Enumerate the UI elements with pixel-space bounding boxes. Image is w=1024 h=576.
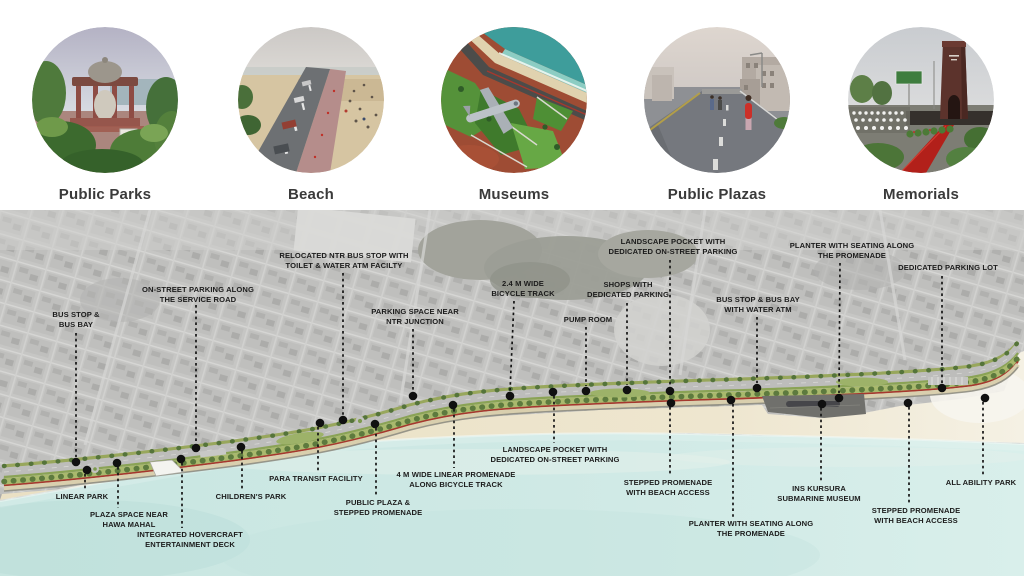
callout-linear-park: LINEAR PARK bbox=[56, 492, 108, 502]
callout-para-transit: PARA TRANSIT FACILITY bbox=[269, 474, 363, 484]
callout-line: SUBMARINE MUSEUM bbox=[777, 493, 861, 503]
callout-line: THE SERVICE ROAD bbox=[159, 294, 237, 304]
memorials-illustration bbox=[848, 27, 994, 173]
callout-line: WITH WATER ATM bbox=[724, 304, 792, 314]
callout-line: DEDICATED PARKING bbox=[587, 289, 669, 299]
category-public-parks: Public Parks bbox=[32, 27, 178, 203]
callout-line: LANDSCAPE POCKET WITH bbox=[502, 445, 608, 454]
callout-line: LANDSCAPE POCKET WITH bbox=[620, 237, 726, 246]
memorials-image bbox=[848, 27, 994, 173]
callout-line: LINEAR PARK bbox=[55, 492, 109, 501]
callout-line: PLANTER WITH SEATING ALONG bbox=[789, 241, 915, 250]
callout-line: SHOPS WITH bbox=[603, 280, 653, 289]
promenade-strip bbox=[1, 339, 1022, 492]
public-parks-image bbox=[32, 27, 178, 173]
callout-bus-stop-bus-bay: BUS STOP &BUS BAY bbox=[52, 310, 99, 329]
callout-line: ON-STREET PARKING ALONG bbox=[142, 285, 254, 294]
callout-public-plaza-stepped: PUBLIC PLAZA &STEPPED PROMENADE bbox=[334, 498, 423, 517]
category-memorials: Memorials bbox=[848, 27, 994, 203]
callout-line: BUS STOP & bbox=[52, 310, 100, 319]
callout-line: ENTERTAINMENT DECK bbox=[145, 539, 235, 549]
callout-line: STEPPED PROMENADE bbox=[871, 506, 961, 515]
callout-line: CHILDREN'S PARK bbox=[215, 492, 287, 501]
public-parks-illustration bbox=[32, 27, 178, 173]
callout-line: STEPPED PROMENADE bbox=[333, 507, 423, 517]
callout-line: THE PROMENADE bbox=[717, 528, 785, 538]
museums-illustration bbox=[441, 27, 587, 173]
callout-leader-lines bbox=[75, 260, 984, 528]
callout-line: WITH BEACH ACCESS bbox=[874, 515, 958, 525]
beach-illustration bbox=[238, 27, 384, 173]
callout-line: DEDICATED ON-STREET PARKING bbox=[490, 454, 620, 464]
callout-line: 4 M WIDE LINEAR PROMENADE bbox=[396, 470, 516, 479]
callout-all-ability-park: ALL ABILITY PARK bbox=[946, 478, 1017, 488]
callout-line: PUBLIC PLAZA & bbox=[345, 498, 411, 507]
callout-line: INTEGRATED HOVERCRAFT bbox=[137, 530, 243, 539]
callout-dedicated-parking-lot: DEDICATED PARKING LOT bbox=[898, 263, 998, 273]
category-label-public-plazas: Public Plazas bbox=[667, 186, 767, 203]
category-beach: Beach bbox=[238, 27, 384, 203]
masterplan-drawing bbox=[0, 210, 1024, 576]
beach-image bbox=[238, 27, 384, 173]
callout-line: PARKING SPACE NEAR bbox=[371, 307, 459, 316]
callout-line: PARA TRANSIT FACILITY bbox=[269, 474, 363, 483]
callout-line: INS KURSURA bbox=[792, 484, 846, 493]
callout-dots bbox=[71, 383, 990, 475]
promenade-masterplan-map bbox=[0, 210, 1024, 576]
category-label-beach: Beach bbox=[287, 186, 335, 203]
callout-line: NTR JUNCTION bbox=[386, 316, 444, 326]
category-label-memorials: Memorials bbox=[883, 186, 959, 203]
callout-line: RELOCATED NTR BUS STOP WITH bbox=[279, 251, 409, 260]
public-plazas-illustration bbox=[644, 27, 790, 173]
callout-line: HAWA MAHAL bbox=[102, 519, 156, 529]
category-public-plazas: Public Plazas bbox=[644, 27, 790, 203]
sea bbox=[0, 432, 1024, 576]
callout-line: WITH BEACH ACCESS bbox=[626, 487, 710, 497]
callout-childrens-park: CHILDREN'S PARK bbox=[216, 492, 287, 502]
callout-pump-room: PUMP ROOM bbox=[564, 315, 612, 325]
callout-line: 2.4 M WIDE bbox=[502, 279, 544, 288]
callout-line: PLANTER WITH SEATING ALONG bbox=[688, 519, 814, 528]
museums-image bbox=[441, 27, 587, 173]
callout-line: ALL ABILITY PARK bbox=[945, 478, 1017, 487]
callout-line: STEPPED PROMENADE bbox=[623, 478, 713, 487]
callout-line: BUS BAY bbox=[58, 319, 94, 329]
callout-line: BUS STOP & BUS BAY bbox=[716, 295, 800, 304]
callout-line: PUMP ROOM bbox=[563, 315, 613, 324]
category-label-public-parks: Public Parks bbox=[58, 186, 152, 203]
callout-line: PLAZA SPACE NEAR bbox=[90, 510, 168, 519]
callout-line: TOILET & WATER ATM FACILTY bbox=[285, 260, 403, 270]
public-plazas-image bbox=[644, 27, 790, 173]
callout-line: THE PROMENADE bbox=[818, 250, 886, 260]
callout-line: DEDICATED ON-STREET PARKING bbox=[608, 246, 738, 256]
callout-line: BICYCLE TRACK bbox=[491, 288, 555, 298]
callout-line: DEDICATED PARKING LOT bbox=[898, 263, 998, 272]
category-label-museums: Museums bbox=[478, 186, 550, 203]
callout-line: ALONG BICYCLE TRACK bbox=[409, 479, 503, 489]
category-museums: Museums bbox=[441, 27, 587, 203]
